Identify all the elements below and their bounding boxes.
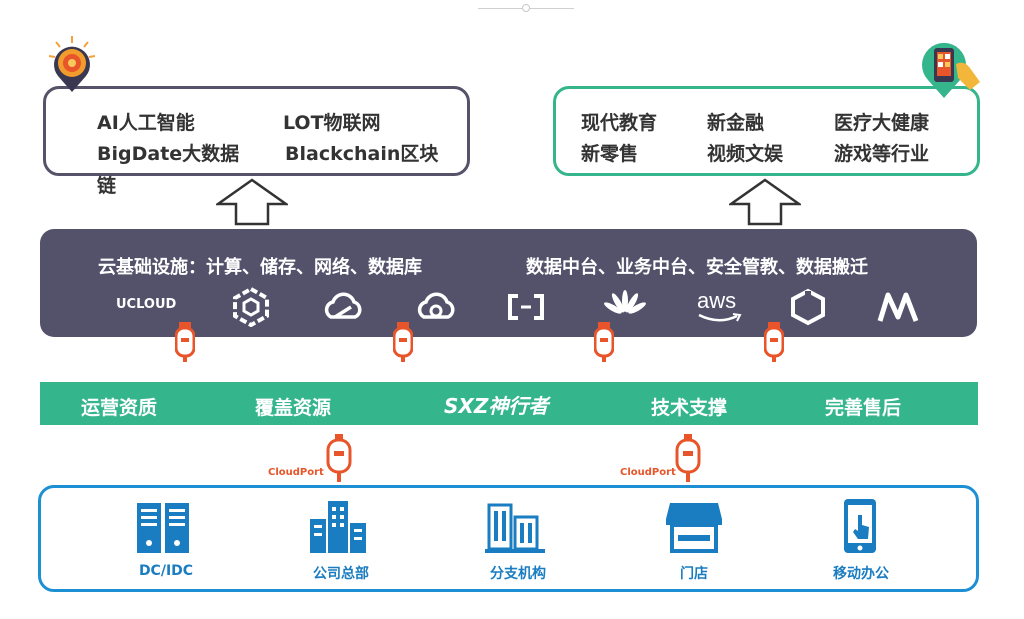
site-label-headquarters: 公司总部 xyxy=(313,566,369,582)
cloudport-connector-icon xyxy=(675,434,701,482)
industry-box xyxy=(553,86,980,176)
connector-plug-icon xyxy=(175,322,195,362)
tencent-cloud-logo xyxy=(324,292,362,319)
site-label-store: 门店 xyxy=(680,566,708,582)
industry-item-video: 视频文娱 xyxy=(707,143,784,165)
capability-band xyxy=(40,382,978,425)
brand-logo: SXZ神行者 xyxy=(444,394,549,418)
industry-item-education: 现代教育 xyxy=(581,112,658,134)
cloudport-label: CloudPort xyxy=(268,467,324,478)
tech-item-blockchain: Blackchain区块 xyxy=(285,143,439,165)
band-item-tech-support: 技术支撑 xyxy=(651,397,728,419)
industry-item-retail: 新零售 xyxy=(581,143,639,165)
tech-box xyxy=(43,86,470,176)
tech-item-blockchain-wrap: 链 xyxy=(97,175,117,197)
top-divider-dot xyxy=(522,4,530,12)
up-arrow-icon xyxy=(216,178,288,226)
connector-plug-icon xyxy=(594,322,614,362)
industry-item-gaming: 游戏等行业 xyxy=(834,143,930,165)
band-item-qualification: 运营资质 xyxy=(81,397,158,419)
aliyun-logo xyxy=(508,294,544,320)
aws-logo: aws xyxy=(697,288,737,313)
mobile-office-icon xyxy=(844,499,876,553)
headquarters-building-icon xyxy=(310,501,366,553)
site-label-mobile-office: 移动办公 xyxy=(833,566,889,582)
tech-item-ai: AI人工智能 xyxy=(97,112,195,134)
band-item-after-sales: 完善售后 xyxy=(825,397,902,419)
qingcloud-logo xyxy=(233,287,269,327)
connector-plug-icon xyxy=(393,322,413,362)
industry-item-healthcare: 医疗大健康 xyxy=(834,112,930,134)
site-label-branch: 分支机构 xyxy=(490,566,546,582)
server-rack-icon xyxy=(137,503,189,553)
brain-gear-icon xyxy=(48,36,96,92)
up-arrow-icon xyxy=(729,178,801,226)
site-label-dc-idc: DC/IDC xyxy=(138,563,194,579)
jd-cloud-logo xyxy=(791,288,825,326)
store-icon xyxy=(666,503,722,553)
baidu-cloud-logo xyxy=(417,292,455,319)
tech-item-bigdata: BigDate大数据 xyxy=(97,143,240,165)
aws-smile-icon xyxy=(698,313,742,322)
kingsoft-cloud-logo xyxy=(877,292,919,322)
cloudport-connector-icon xyxy=(326,434,352,482)
connector-plug-icon xyxy=(764,322,784,362)
industry-item-finance: 新金融 xyxy=(707,112,765,134)
ucloud-logo: UCLOUD xyxy=(116,297,177,312)
tech-item-iot: LOT物联网 xyxy=(283,112,381,134)
huawei-cloud-logo xyxy=(604,290,646,314)
band-item-resources: 覆盖资源 xyxy=(255,397,332,419)
mobile-hand-icon xyxy=(922,42,980,98)
cloud-infrastructure-text: 云基础设施：计算、储存、网络、数据库 xyxy=(98,257,422,278)
branch-office-icon xyxy=(485,503,545,553)
cloudport-label: CloudPort xyxy=(620,467,676,478)
middle-platform-text: 数据中台、业务中台、安全管教、数据搬迁 xyxy=(526,257,868,278)
